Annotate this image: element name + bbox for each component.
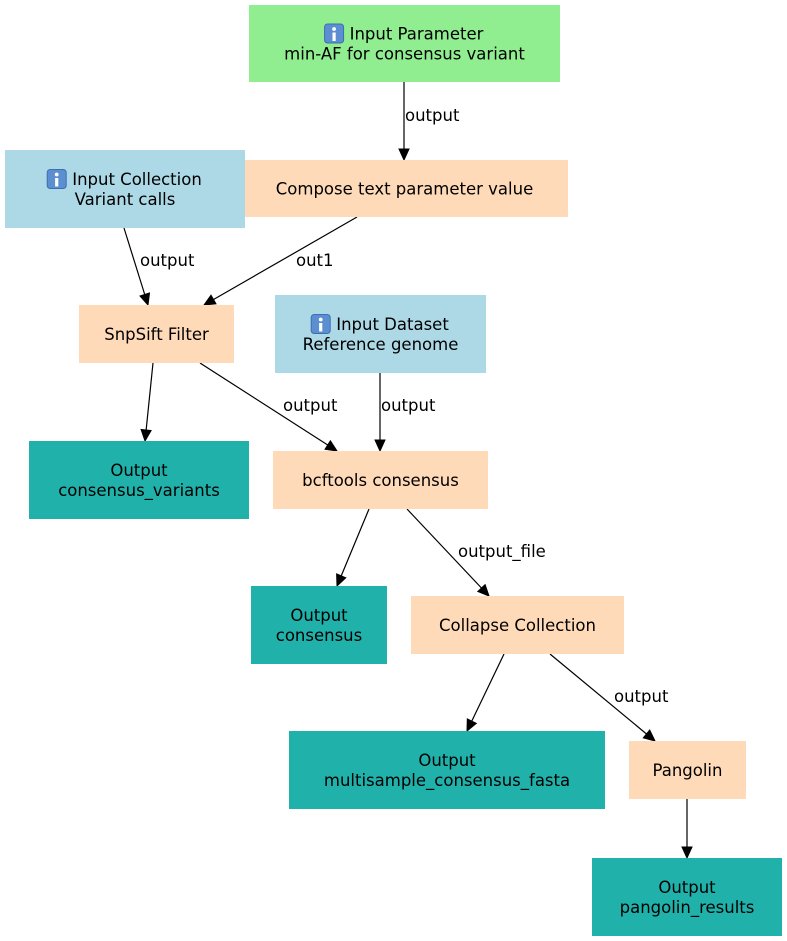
arrow-head [374,439,386,453]
node-box [629,741,746,799]
node-compose[interactable]: Compose text parameter value [241,160,568,217]
edge-bcftools-to-collapse: output_file [406,508,546,597]
arrow-head [324,439,339,452]
arrow-head [336,573,347,588]
edge-line [145,362,154,431]
edge-label: output [140,251,195,270]
edge-variant-calls-to-snpsift: output [123,227,195,307]
node-box [411,596,624,654]
node-title: Output [658,878,716,897]
arrow-head [466,718,478,733]
edge-line [213,216,358,301]
node-box [241,160,568,217]
edge-collapse-to-out-multisample [466,653,505,733]
arrow-head [139,292,151,307]
node-box [592,858,782,936]
node-subtitle: consensus_variants [58,481,220,501]
node-title: Output [110,461,168,480]
edge-min-af-to-compose: output [398,82,460,162]
arrow-head [140,428,152,443]
node-subtitle: multisample_consensus_fasta [324,771,570,791]
node-subtitle: min-AF for consensus variant [284,45,525,64]
node-box [79,305,234,363]
node-box [29,441,249,519]
edge-label: output [381,396,436,415]
node-box [5,150,245,228]
node-title: Input Parameter [350,25,484,44]
node-title: Output [290,606,348,625]
node-title: Collapse Collection [439,616,596,635]
info-icon [310,314,331,334]
edge-label: output [614,687,669,706]
edge-line [406,508,482,589]
node-box [275,295,486,373]
edge-label: output [405,106,460,125]
edge-line [549,653,647,735]
edge-collapse-to-pangolin: output [549,653,669,742]
node-box [273,451,488,509]
node-subtitle: pangolin_results [620,898,755,918]
arrow-head [476,583,490,597]
node-title: Input Collection [72,170,202,189]
node-subtitle: Variant calls [75,190,176,209]
arrow-head [398,148,410,162]
node-box [289,731,605,809]
node-pangolin[interactable]: Pangolin [629,741,746,799]
node-title: SnpSift Filter [104,325,209,344]
edge-line [471,653,505,722]
info-icon [324,23,345,44]
edge-snpsift-to-out-consensus-variants [140,362,154,443]
node-snpsift[interactable]: SnpSift Filter [79,305,234,363]
edge-label: output_file [458,542,546,562]
edge-line [340,508,370,577]
edge-snpsift-to-bcftools: output [199,362,339,452]
arrow-head [642,729,656,742]
node-bcftools[interactable]: bcftools consensus [273,451,488,509]
edge-label: output [283,396,338,415]
node-title: Compose text parameter value [276,180,533,199]
edge-bcftools-to-out-consensus [336,508,370,588]
arrow-head [202,294,217,306]
edge-line [123,227,146,295]
node-title: Input Dataset [336,315,449,334]
edge-compose-to-snpsift: out1 [202,216,358,306]
node-box [251,586,387,664]
edge-reference-to-bcftools: output [374,373,436,453]
node-subtitle: Reference genome [303,335,459,354]
info-icon [46,169,67,189]
node-title: Pangolin [653,761,723,780]
edge-pangolin-to-out-pangolin [681,799,693,860]
arrow-head [681,846,693,860]
node-title: bcftools consensus [302,471,459,490]
node-collapse[interactable]: Collapse Collection [411,596,624,654]
edge-label: out1 [296,251,334,270]
node-title: Output [418,751,476,770]
node-box [249,5,560,82]
edge-line [199,362,329,446]
node-subtitle: consensus [276,626,362,645]
